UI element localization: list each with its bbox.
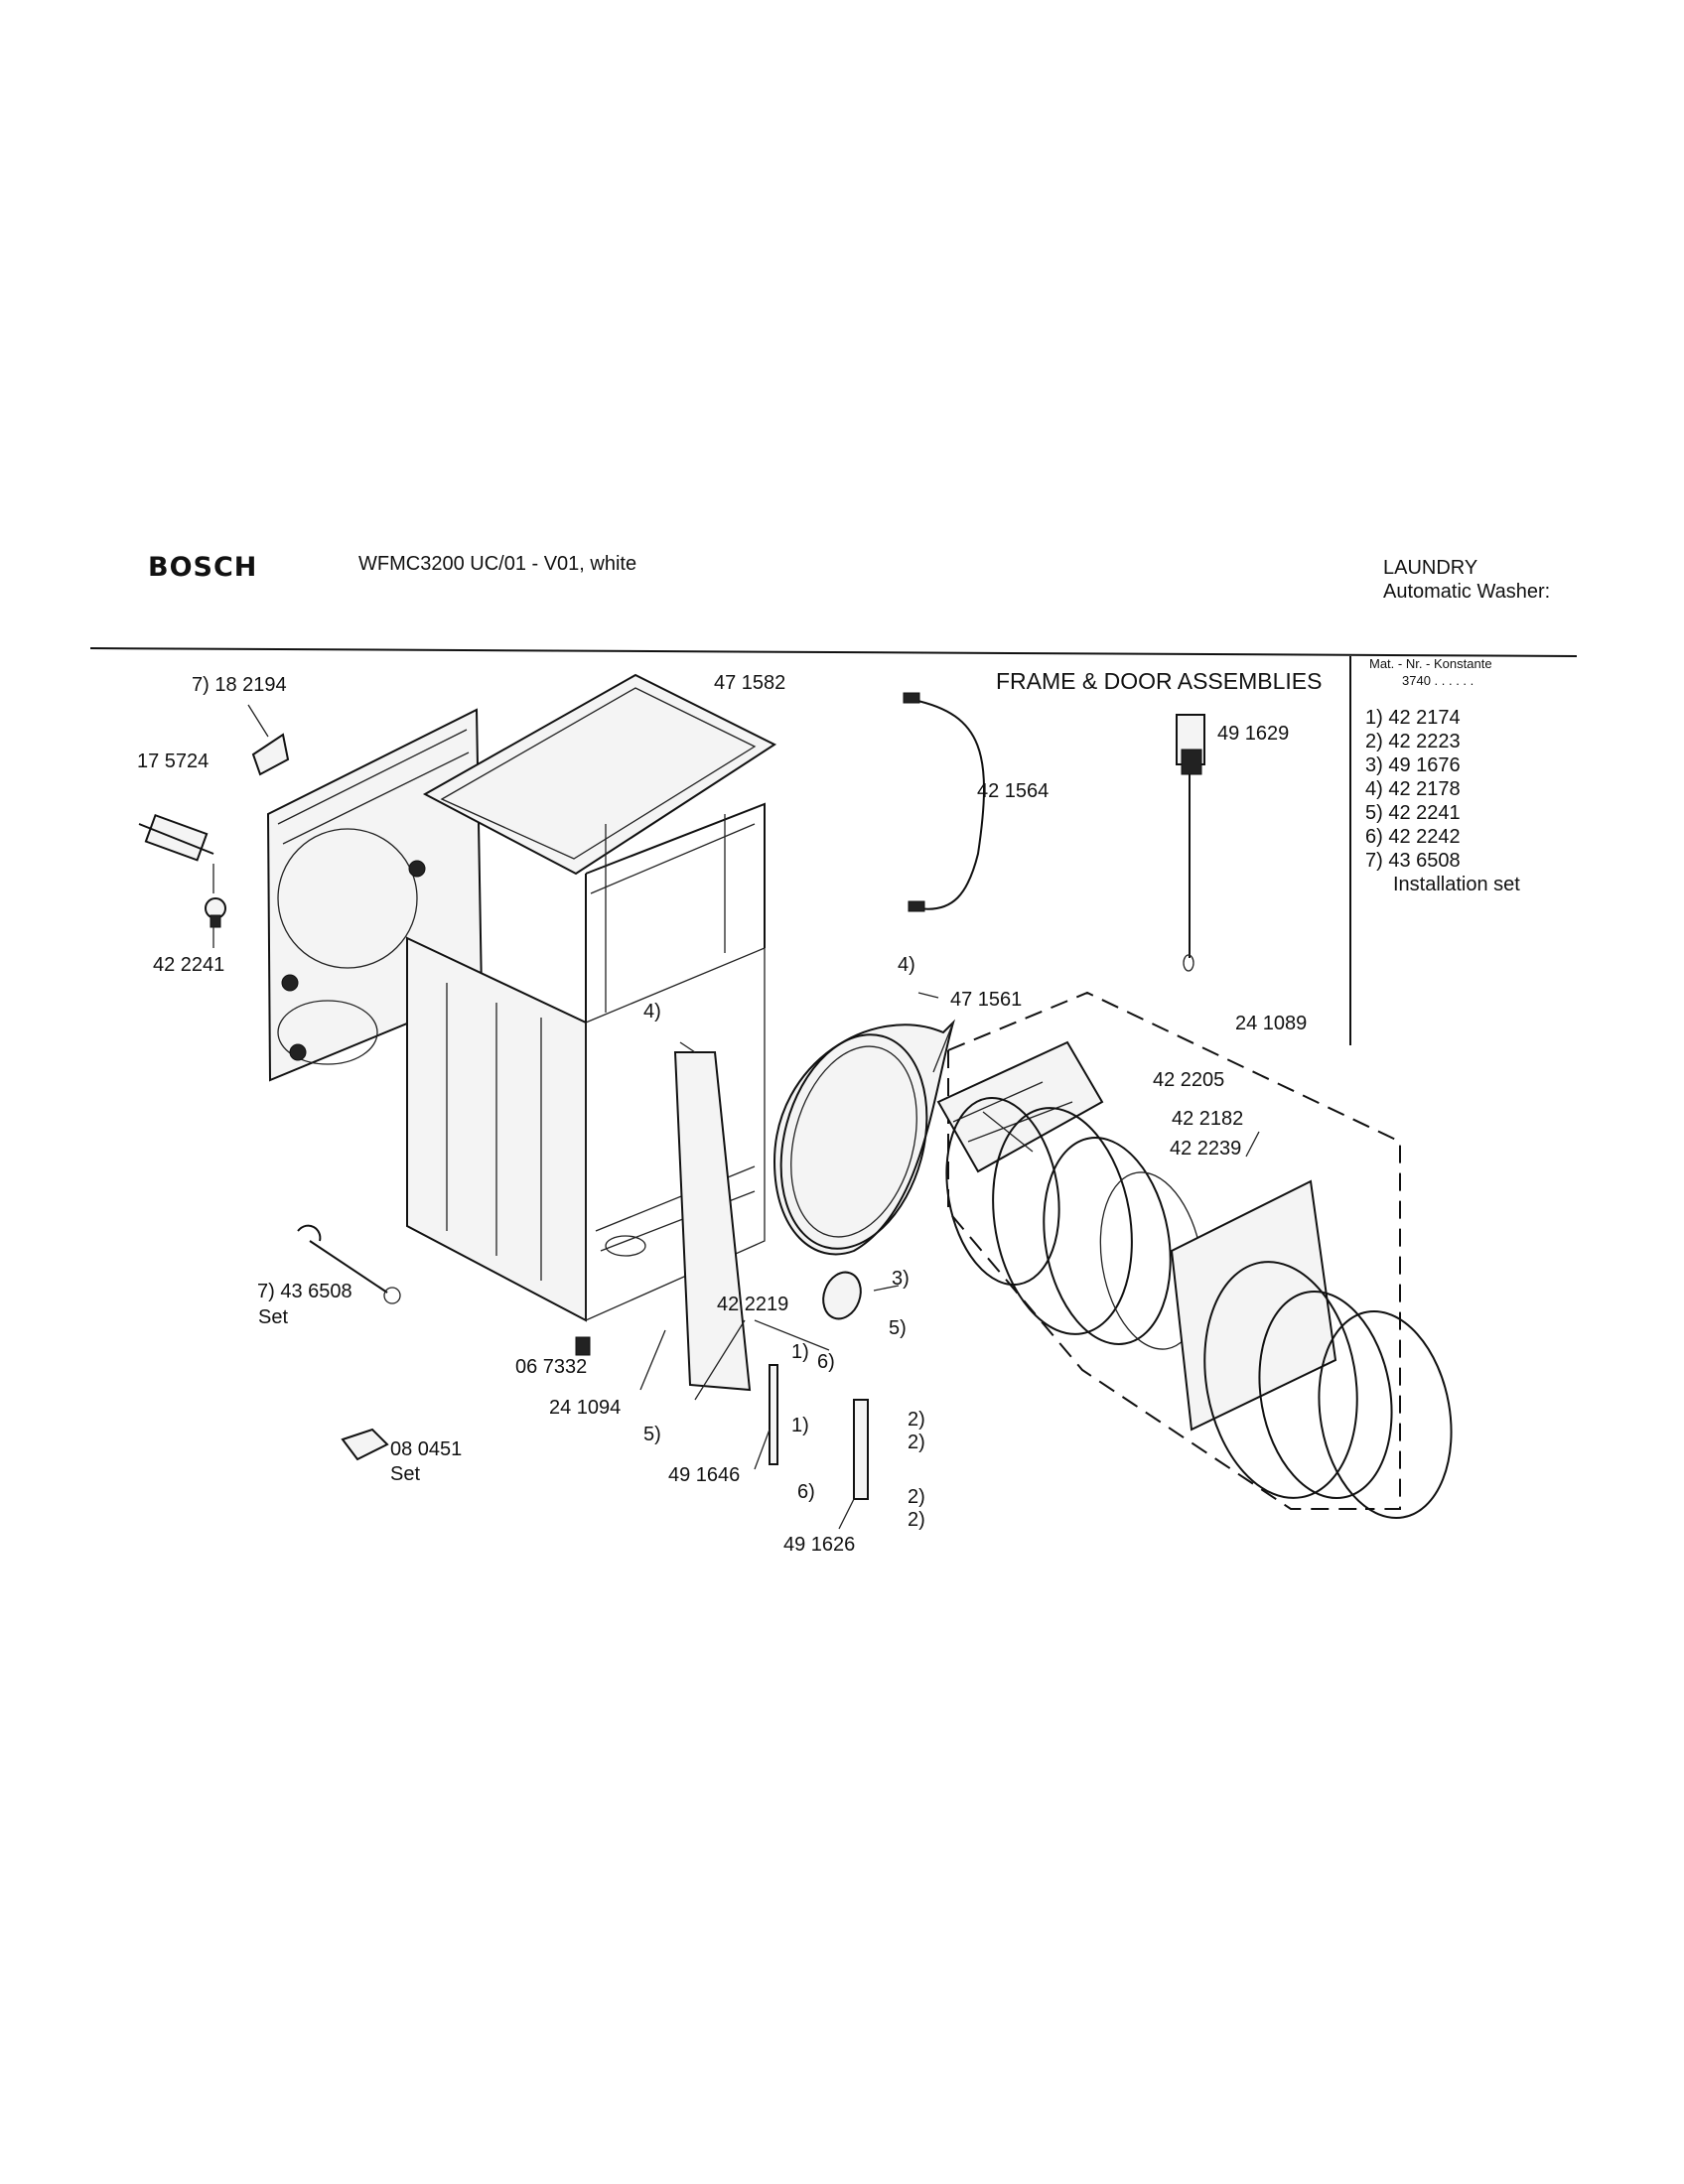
leveling-foot: [575, 1336, 591, 1356]
callout-24-1089: 24 1089: [1235, 1013, 1308, 1034]
callout-49-1629: 49 1629: [1217, 723, 1290, 745]
brand-logo: BOSCH: [148, 552, 258, 583]
callout-2-a: 2): [908, 1409, 925, 1431]
callout-2-b: 2): [908, 1432, 925, 1453]
wrench: [297, 1224, 401, 1304]
model-number: WFMC3200 UC/01 - V01, white: [358, 553, 637, 575]
legend-item: 4) 42 2178: [1365, 778, 1461, 800]
pump-part: [251, 733, 290, 776]
callout-42-2239: 42 2239: [1170, 1138, 1242, 1160]
callout-5-b: 5): [643, 1424, 661, 1445]
legend-note: Installation set: [1393, 874, 1520, 895]
callout-1-a: 1): [791, 1341, 809, 1363]
callout-49-1646: 49 1646: [668, 1464, 741, 1486]
callout-18-2194: 7) 18 2194: [192, 674, 287, 696]
legend-item: 5) 42 2241: [1365, 802, 1461, 824]
callout-24-1094: 24 1094: [549, 1397, 622, 1419]
legend-heading: Mat. - Nr. - Konstante: [1369, 656, 1492, 671]
callout-17-5724: 17 5724: [137, 751, 210, 772]
door-assembly: [936, 991, 1453, 1520]
callout-47-1582: 47 1582: [714, 672, 786, 694]
callout-49-1626: 49 1626: [783, 1534, 856, 1556]
callout-5-a: 5): [889, 1317, 907, 1339]
bracket-set: [341, 1428, 389, 1461]
callout-42-1564: 42 1564: [977, 780, 1050, 802]
callout-08-0451: 08 0451: [390, 1438, 463, 1460]
door-frame: [772, 1019, 956, 1256]
callout-4-b: 4): [643, 1001, 661, 1023]
rail-49-1626: [853, 1399, 869, 1500]
hose: [912, 699, 986, 910]
callout-42-2241: 42 2241: [153, 954, 225, 976]
motor-brush: [138, 813, 214, 862]
legend-item: 6) 42 2242: [1365, 826, 1461, 848]
callout-42-2205: 42 2205: [1153, 1069, 1225, 1091]
front-panel: [673, 1051, 752, 1392]
category-label: LAUNDRY: [1383, 557, 1478, 579]
callout-3: 3): [892, 1268, 910, 1290]
legend-item: 3) 49 1676: [1365, 754, 1461, 776]
door-lock: [1176, 714, 1205, 972]
legend-item: 1) 42 2174: [1365, 707, 1461, 729]
foot-part: [205, 897, 226, 928]
legend-subheading: 3740 . . . . . .: [1402, 673, 1474, 688]
diagram-title: FRAME & DOOR ASSEMBLIES: [996, 668, 1323, 694]
legend-list: 1) 42 2174 2) 42 2223 3) 49 1676 4) 42 2…: [1365, 706, 1520, 896]
cabinet-frame: [406, 802, 766, 1322]
callout-2-c: 2): [908, 1486, 925, 1508]
callout-4-a: 4): [898, 954, 915, 976]
top-cover: [422, 673, 777, 876]
callout-42-2182: 42 2182: [1172, 1108, 1244, 1130]
callout-2-d: 2): [908, 1509, 925, 1531]
legend-item: 2) 42 2223: [1365, 731, 1461, 752]
callout-47-1561: 47 1561: [950, 989, 1023, 1011]
subcategory-label: Automatic Washer:: [1383, 581, 1551, 603]
callout-set-2: Set: [390, 1463, 421, 1485]
callout-43-6508: 7) 43 6508: [257, 1281, 352, 1302]
callout-1-b: 1): [791, 1415, 809, 1436]
callout-6-a: 6): [817, 1351, 835, 1373]
drain-cap: [822, 1271, 862, 1320]
header-rule: [89, 647, 1578, 657]
rail-49-1646: [769, 1364, 778, 1465]
callout-6-b: 6): [797, 1481, 815, 1503]
legend-item: 7) 43 6508: [1365, 850, 1461, 872]
callout-42-2219: 42 2219: [717, 1294, 789, 1315]
callout-06-7332: 06 7332: [515, 1356, 588, 1378]
callout-set-1: Set: [258, 1306, 289, 1328]
